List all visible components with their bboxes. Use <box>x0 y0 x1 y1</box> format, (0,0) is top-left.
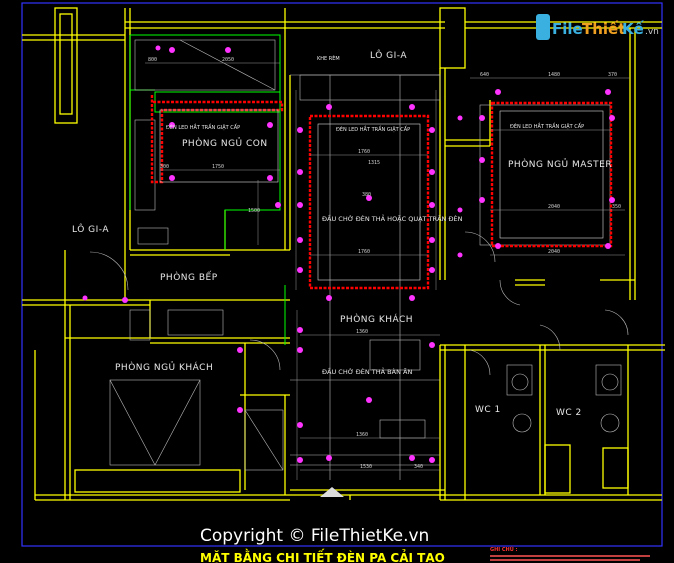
logo-file: File <box>552 20 583 38</box>
logo-thiet: Thiết <box>582 19 625 38</box>
note-den-tha-quat: ĐẦU CHỜ ĐÈN THẢ HOẶC QUẠT TRẦN ĐÈN <box>322 213 463 223</box>
dim-2040-top: 2040 <box>548 204 560 210</box>
dim-1530: 1530 <box>360 464 372 470</box>
light-points <box>82 45 615 463</box>
label-phong-ngu-con: PHÒNG NGỦ CON <box>182 137 268 149</box>
label-khe-rem: KHE RÈM <box>317 54 340 62</box>
logo-vn: .vn <box>645 27 659 37</box>
drawing-title: MẶT BẰNG CHI TIẾT ĐÈN PA CẢI TẠO <box>200 549 445 563</box>
dim-1760-bottom: 1760 <box>358 249 370 255</box>
green-partitions <box>129 34 286 345</box>
label-logia-top: LÔ GI-A <box>370 49 407 61</box>
label-logia-left: LÔ GI-A <box>72 223 109 235</box>
label-phong-ngu-master: PHÒNG NGỦ MASTER <box>508 158 612 170</box>
dim-2050: 2050 <box>222 57 234 63</box>
furniture-lines <box>89 39 629 480</box>
label-phong-khach: PHÒNG KHÁCH <box>340 313 413 325</box>
dim-1315: 1315 <box>368 160 380 166</box>
drawing-frame <box>21 2 663 547</box>
walls <box>22 7 665 501</box>
dim-300: 300 <box>160 164 169 170</box>
inner-ceiling-lines <box>159 109 604 281</box>
notes-heading: GHI CHÚ : <box>490 546 518 553</box>
dim-1360-top: 1360 <box>356 329 368 335</box>
note-led-khach: ĐÈN LED HẮT TRẦN GIẬT CẤP <box>336 125 410 133</box>
dim-350: 350 <box>612 204 621 210</box>
note-led-master: ĐÈN LED HẮT TRẦN GIẬT CẤP <box>510 122 584 130</box>
logo-file-icon <box>536 14 550 40</box>
dim-1750: 1750 <box>212 164 224 170</box>
logo-ke: Kế <box>622 19 645 38</box>
dim-340: 340 <box>414 464 423 470</box>
label-wc2: WC 2 <box>556 408 582 418</box>
label-wc1: WC 1 <box>475 405 501 415</box>
dim-800: 800 <box>148 57 157 63</box>
dimension-lines <box>145 62 630 480</box>
note-led-con: ĐÈN LED HẮT TRẦN GIẬT CẤP <box>166 123 240 131</box>
dim-1760-top: 1760 <box>358 149 370 155</box>
label-phong-ngu-khach: PHÒNG NGỦ KHÁCH <box>115 361 213 373</box>
dim-640: 640 <box>480 72 489 78</box>
note-den-tha-ban-an: ĐẦU CHỜ ĐÈN THẢ BÀN ĂN <box>322 366 412 376</box>
dim-380: 380 <box>362 192 371 198</box>
dim-2040-bottom: 2040 <box>548 249 560 255</box>
dim-1360-bottom: 1360 <box>356 432 368 438</box>
filethietke-logo: File Thiết Kế .vn <box>536 14 659 40</box>
dim-370: 370 <box>608 72 617 78</box>
label-phong-bep: PHÒNG BẾP <box>160 271 218 283</box>
dim-1500: 1500 <box>248 208 260 214</box>
watermark-text: Copyright © FileThietKe.vn <box>200 526 429 546</box>
entrance-arrow-icon <box>320 487 344 497</box>
dim-1480: 1480 <box>548 72 560 78</box>
